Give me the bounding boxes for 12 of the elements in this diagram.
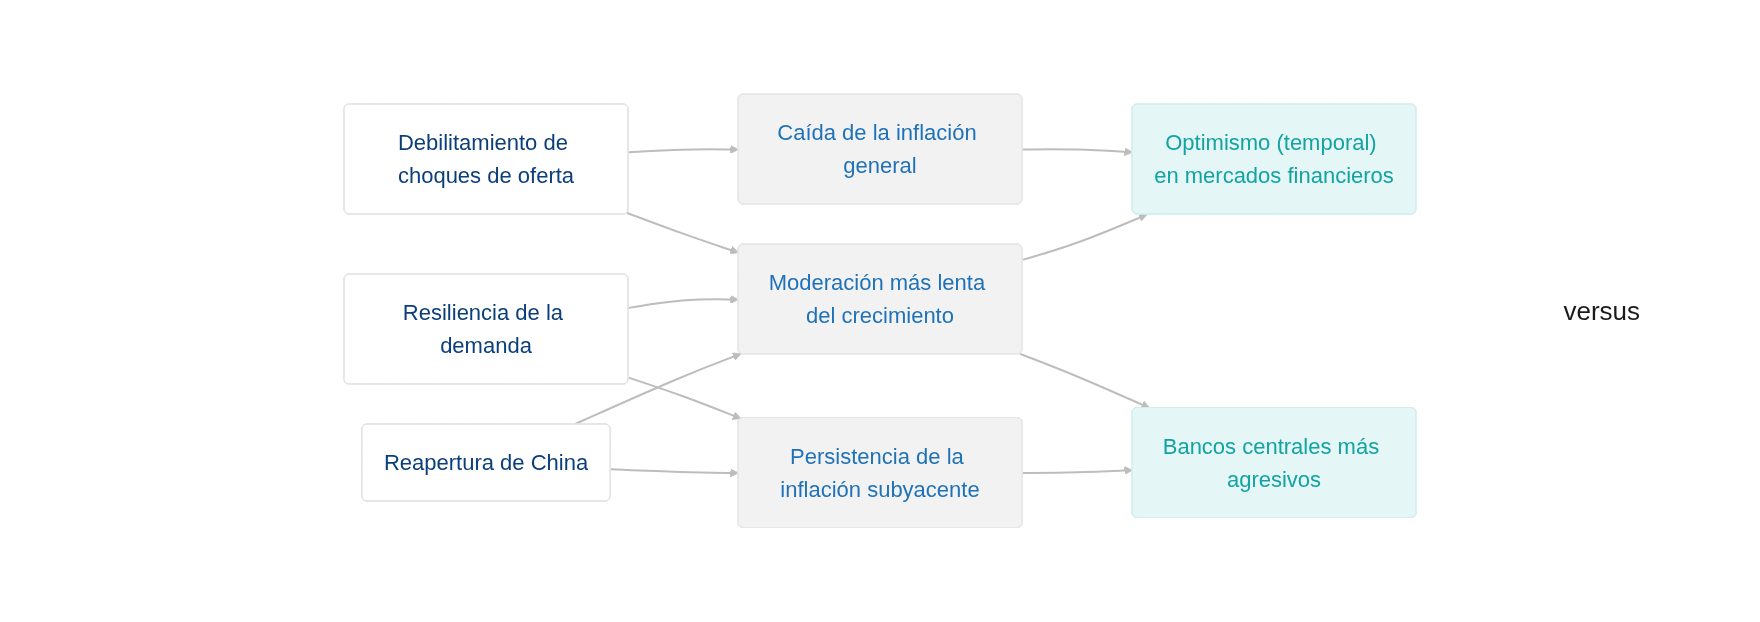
arrow: [627, 295, 739, 310]
node-text: Debilitamiento de choques de oferta: [397, 130, 575, 189]
arrow: [627, 376, 742, 421]
arrow: [1021, 466, 1133, 476]
node-text: Reapertura de China: [383, 450, 589, 476]
arrow: [626, 212, 739, 255]
arrow: [627, 145, 739, 155]
note-text: versus: [1563, 296, 1640, 327]
node-text: Resiliencia de la demanda: [402, 300, 564, 359]
arrow: [1021, 213, 1148, 262]
arrow: [1021, 147, 1133, 157]
arrow: [609, 468, 739, 478]
